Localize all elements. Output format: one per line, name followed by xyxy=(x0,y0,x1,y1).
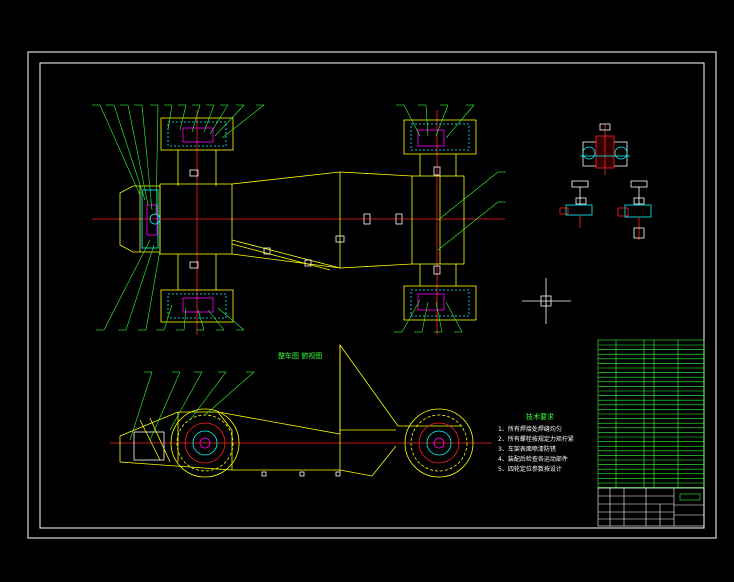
parts-list-table xyxy=(597,339,705,489)
top-view xyxy=(92,110,505,335)
center-mark xyxy=(522,278,571,324)
rear-left-wheel xyxy=(403,119,477,155)
technical-notes: 技术要求 1、所有焊接处焊缝均匀 2、所有螺栓按规定力矩拧紧 3、车架表面喷漆防… xyxy=(498,412,574,473)
balloon-row-top-left xyxy=(92,104,265,216)
detail-view-hub xyxy=(580,123,630,175)
side-body-outline xyxy=(119,343,462,462)
chassis-upper-edge xyxy=(231,171,413,185)
front-left-wheel xyxy=(160,117,234,151)
front-right-wheel xyxy=(160,289,234,323)
chassis-lower-edge xyxy=(231,253,413,269)
rear-right-wheel xyxy=(403,285,477,321)
detail-view-upright-left xyxy=(559,180,593,228)
note-line-2: 2、所有螺栓按规定力矩拧紧 xyxy=(498,435,574,443)
drive-shaft xyxy=(231,239,341,269)
note-line-4: 4、装配后检查各运动部件 xyxy=(498,455,568,463)
notes-title: 技术要求 xyxy=(526,412,554,421)
balloon-row-top-right xyxy=(396,104,475,139)
title-block xyxy=(597,487,705,527)
view-caption: 整车图 俯视图 xyxy=(278,351,322,360)
note-line-3: 3、车架表面喷漆防锈 xyxy=(498,445,556,453)
balloon-row-bottom-right xyxy=(394,299,463,333)
side-rear-wheel-outer xyxy=(404,408,474,478)
detail-view-upright-right xyxy=(617,180,652,240)
side-view-leaders xyxy=(129,371,255,441)
side-view xyxy=(110,343,492,478)
side-front-wheel-outer xyxy=(170,408,240,478)
note-line-1: 1、所有焊接处焊缝均匀 xyxy=(498,425,562,433)
rear-frame xyxy=(411,175,465,265)
inner-drawing-border xyxy=(39,62,705,529)
balloon-row-bottom-left xyxy=(96,239,245,331)
note-line-5: 5、四轮定位参数按设计 xyxy=(498,465,562,473)
outer-sheet-border xyxy=(27,51,717,539)
top-view-leaders xyxy=(92,104,506,333)
